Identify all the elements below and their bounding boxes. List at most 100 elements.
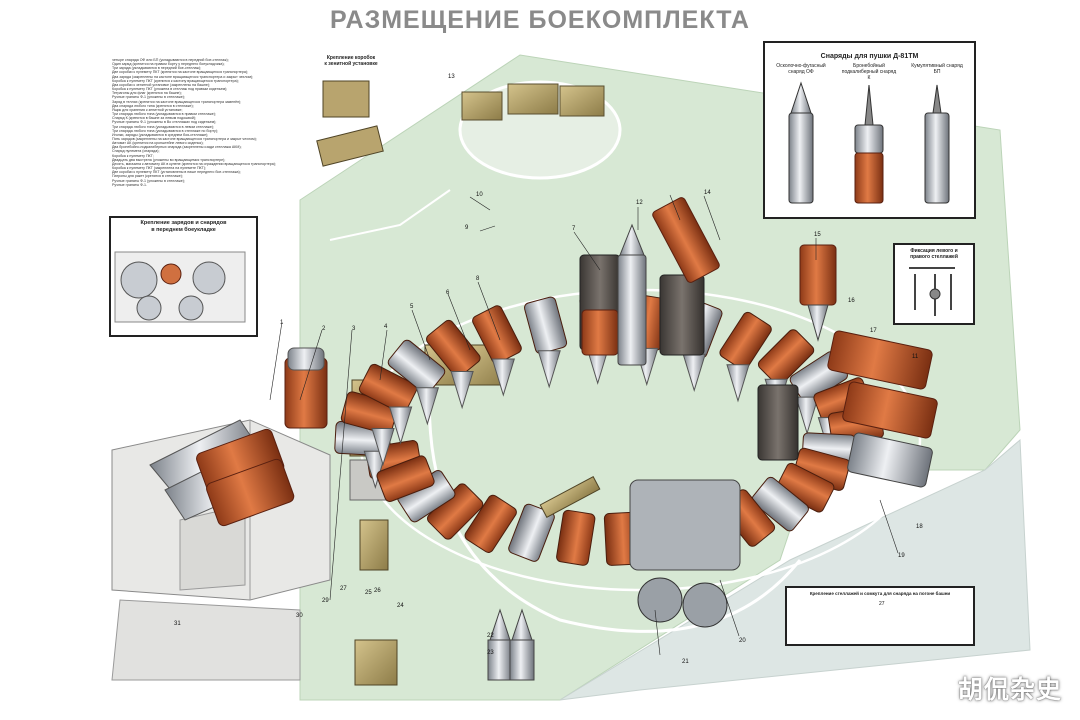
legend-line: Две коробки к пулемету ПКТ (крепятся на … [112,70,249,75]
carousel-round [508,503,555,562]
legend-line: Автомат АК (крепится на кронштейне левог… [112,141,204,146]
callout-number: 17 [870,328,877,334]
legend-line: Два заряда (закреплены на кастоне вращаю… [112,74,254,79]
panel-mount-boxes: Крепление коробок к зенитной установке [315,55,387,185]
callout-number: 14 [704,190,711,196]
legend-line: Два бронебойно-подкалиберных снаряда (за… [112,145,242,150]
legend-line: Иголки, заряды (укладываются в среднем б… [112,132,209,137]
legend-line: Тетрагоны для флаг (крепятся на башне); [112,91,182,96]
legend-line: Ручные гранаты Ф-1 (уложены в стеллаже); [112,178,185,183]
legend-line: Десять, магазина к автомату АК в кулене … [112,161,276,166]
front-rack-illustration [114,251,246,323]
callout-number: 15 [814,232,821,238]
carousel-round [751,476,809,532]
callout-number: 30 [296,613,303,619]
carousel-round [376,455,435,502]
carousel-round [464,494,517,553]
carousel-round [719,311,772,403]
panel-front-rack: Крепление зарядов и снарядов в переднем … [109,216,258,337]
legend-line: Три снаряда любого типа (укладываются в … [112,124,215,129]
legend-line: Два снаряда любого типа (крепятся в стел… [112,103,194,108]
legend-line: Коробка к пулемету ПКТ; [112,153,154,158]
legend-line: Три снаряда любого типа (укладываются в … [112,128,219,133]
panel-mount-boxes-title-1: Крепление коробок [326,55,376,61]
legend-line: Две коробки к пулемету ПКТ (установлены … [112,170,241,175]
callout-number: 27 [340,586,347,592]
legend-line: Коробка к пулемету ПКТ (крепится к касто… [112,78,239,83]
legend-line: Один заряд (крепится на правом борту у п… [112,62,225,67]
callout-number: 1 [280,320,284,326]
carousel-round [523,296,568,389]
legend-line: Пять зарядов (закреплены на кастоне вращ… [112,136,257,141]
callout-number: 6 [446,290,450,296]
legend-line: четыре снаряда ОФ или БП (укладываются в… [112,58,229,62]
callout-number: 8 [476,276,480,282]
callout-number: 4 [384,324,388,330]
panel-racks-fix: Фиксация левого и правого стеллажей [893,243,975,325]
panel-turret-mount-number: 27 [879,601,885,607]
panel-turret-mount: Крепление стеллажей и сомкута для снаряд… [785,586,975,646]
leader-lines [269,194,899,656]
callout-number: 18 [916,524,923,530]
legend-line: Двадцать два выстрела (уложены во вращаю… [112,157,226,162]
callout-number: 11 [912,354,919,360]
callout-number: 25 [365,590,372,596]
callout-number: 24 [397,603,404,609]
legend-line: Коробка к пулемету ПКТ (закреплена на пу… [112,166,207,171]
panel-turret-mount-title: Крепление стеллажей и сомкута для снаряд… [809,591,951,596]
panel-front-rack-title-2: в переднем боеукладке [151,227,216,233]
panel-gun-shells: Снаряды для пушки Д-81ТМ Осколочно-фугас… [763,41,976,219]
callout-number: 22 [487,633,494,639]
gun-shells-illustration [788,81,950,204]
callout-number: 9 [465,225,469,231]
carousel-round [556,509,596,566]
callout-number: 5 [410,304,414,310]
shell-label-of: Осколочно-фугасный снаряд ОФ [776,63,826,75]
legend-line: Патроны для ракет (крепятся в стеллаже); [112,174,183,179]
panel-front-rack-title-1: Крепление зарядов и снарядов [140,220,227,226]
carousel-round [472,305,522,397]
legend-line: Три заряда (укладываются в передний бое-… [112,66,202,71]
racks-fix-illustration [909,267,955,316]
watermark: 胡侃杂史 [957,675,1062,704]
callout-number: 7 [572,226,576,232]
shell-label-k: Бронебойный подкалиберный снаряд К [841,63,897,81]
legend-line: Снаряд пулемета (снаряда); [112,149,160,154]
standing-rounds [487,197,938,681]
callout-number: 31 [174,621,181,627]
callout-number: 2 [322,326,326,332]
legend-line: Ящик для хранения к зенитной установке; [112,107,183,112]
callout-number: 13 [448,74,455,80]
callout-number: 3 [352,326,356,332]
left-shells [149,347,328,527]
legend-line: Ручные гранаты Ф-1 (уложены в Во стеллаж… [112,120,217,125]
callout-number: 10 [476,192,483,198]
callout-number: 19 [898,553,905,559]
carousel-round [387,339,446,426]
top-boxes [461,83,605,121]
callout-number: 29 [322,598,329,604]
callout-number: 23 [487,650,494,656]
callout-number: 21 [682,659,689,665]
poster-title: РАЗМЕЩЕНИЕ БОЕКОМПЛЕКТА [330,6,750,34]
legend-line: Три снаряда любого типа (укладываются в … [112,112,216,117]
panel-racks-fix-title-1: Фиксация левого и [910,248,958,254]
carousel-round [358,363,418,445]
callout-number: 16 [848,298,855,304]
panel-gun-shells-title: Снаряды для пушки Д-81ТМ [820,53,919,60]
ammo-legend: четыре снаряда ОФ или БП (укладываются в… [112,58,312,187]
callout-number: 26 [374,588,381,594]
legend-line: Коробка к пулемету ПКТ (уложена в стелла… [112,87,228,92]
mount-boxes-illustration [316,80,384,167]
legend-line: Два коробки к зенитной установке (закреп… [112,82,211,87]
legend-line: Снаряд К (крепится в башне за левым подо… [112,116,197,121]
legend-line: Ручные гранаты Ф-1 (уложены в стеллаже); [112,95,185,100]
legend-line: Ручные гранаты Ф-1. [112,182,147,187]
panel-racks-fix-title-2: правого стеллажей [910,254,958,260]
callout-number: 12 [636,200,643,206]
loader-mechanism [539,476,741,628]
callout-number: 20 [739,638,746,644]
panel-mount-boxes-title-2: к зенитной установке [324,61,378,67]
shell-label-bp: Кумулятивный снаряд БП [911,63,963,75]
legend-line: Заряд в теллах (крепится на кастоне вращ… [112,99,242,104]
